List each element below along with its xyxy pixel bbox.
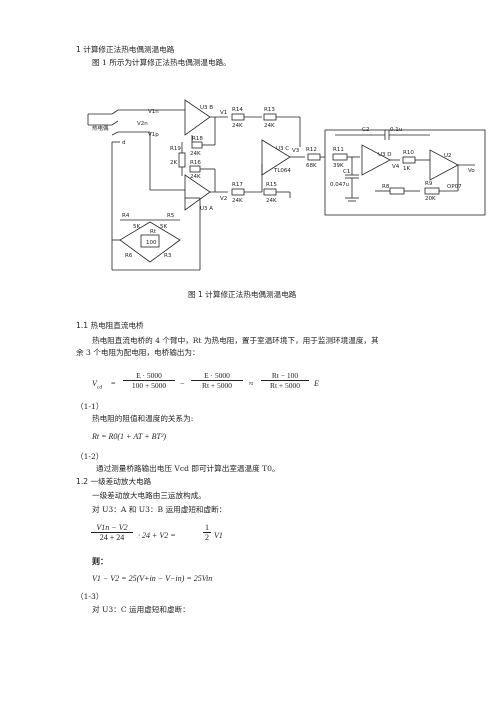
label-r10-value: 1K [403, 166, 410, 172]
label-r17-value: 24K [232, 198, 243, 204]
label-r14: R14 [232, 107, 243, 113]
section-heading-1: 1 计算修正法热电偶测温电路 [76, 45, 175, 54]
label-r18: R18 [192, 136, 203, 142]
label-u3c: U3 C [276, 146, 289, 152]
equation-1-2-number: （1-2） [76, 452, 104, 461]
label-r13-value: 24K [264, 123, 275, 129]
label-r9-value: 20K [425, 196, 436, 202]
label-rt-value: 100 [146, 240, 157, 246]
label-r11: R11 [333, 147, 344, 153]
circuit-diagram: 热电偶 V1n V2n V1p d U3 B U3 A U3 C U3 D U2… [87, 99, 486, 271]
label-r19: R19 [170, 146, 181, 152]
label-v2: V2 [220, 196, 227, 202]
label-r3: R3 [164, 253, 172, 259]
label-r18-value: 24K [190, 151, 201, 157]
equation-1-2: Rt = R0(1 + AT + BT²) [92, 432, 167, 441]
paragraph-1-1-line4: 通过测量桥路输出电压 Vcd 即可计算出室温温度 T0。 [96, 464, 280, 473]
paragraph-1-1-line1: 热电阻直流电桥的 4 个臂中，Rt 为热电阻，置于室温环境下，用于监测环境温度，… [92, 336, 379, 345]
label-vo: Vo [468, 168, 475, 174]
equation-virtual-short: V1n − V2 24 + 24 · 24 + V2 = 1 2 V1 [90, 522, 290, 550]
label-thermocouple: 热电偶 [92, 124, 109, 132]
label-tl064: TL064 [273, 168, 291, 174]
paragraph-1-1-line2: 余 3 个电阻为配电阻，电桥输出为： [76, 348, 200, 357]
label-r12-value: 68K [306, 163, 317, 169]
label-r12: R12 [306, 147, 317, 153]
equation-1-3: V1 − V2 = 25(V+in − V−in) = 25Vin [92, 574, 213, 583]
section-heading-1-2: 1.2 一级差动放大电路 [76, 477, 152, 486]
label-r15: R15 [266, 182, 277, 188]
label-v2n: V2n [137, 121, 148, 127]
then-label: 则： [92, 556, 108, 566]
label-r4: R4 [122, 213, 130, 219]
label-r4-value: 5K [133, 224, 140, 230]
label-r5: R5 [167, 213, 175, 219]
label-u3a: U3 A [200, 206, 213, 212]
label-r9: R9 [425, 181, 433, 187]
label-r13: R13 [264, 107, 275, 113]
equation-1-1-number: （1-1） [76, 402, 104, 411]
label-u2: U2 [444, 153, 452, 159]
equation-1-3-number: （1-3） [76, 592, 104, 601]
label-r14-value: 24K [232, 123, 243, 129]
paragraph-1-2-line1: 一级差动放大电路由三运放构成。 [92, 491, 206, 500]
label-rt: Rt [150, 229, 157, 235]
paragraph-1-2-line3: 对 U3：C 运用虚短和虚断： [92, 605, 190, 614]
intro-paragraph: 图 1 所示为计算修正法热电偶测温电路。 [92, 58, 231, 67]
section-heading-1-1: 1.1 热电阻直流电桥 [76, 321, 144, 330]
label-v4: V4 [392, 164, 400, 170]
label-c2: C2 [362, 127, 369, 133]
label-u3d: U3 D [378, 152, 392, 158]
figure-caption: 图 1 计算修正法热电偶测温电路 [188, 290, 297, 299]
label-d: d [122, 140, 126, 146]
label-c1: C1 [343, 169, 350, 175]
label-r16: R16 [190, 160, 201, 166]
label-u3b: U3 B [200, 105, 213, 111]
equation-1-1: Vcd = E · 5000 100 + 5000 − E · 5000 Rt … [92, 371, 319, 391]
label-v1: V1 [220, 110, 227, 116]
label-r6: R6 [125, 253, 133, 259]
label-r11-value: 39K [333, 163, 344, 169]
label-v1p: V1p [148, 132, 159, 138]
paragraph-1-1-line3: 热电阻的阻值和温度的关系为: [92, 414, 194, 423]
label-r10: R10 [403, 150, 414, 156]
label-r8: R8 [382, 184, 390, 190]
label-v3: V3 [292, 148, 300, 154]
label-c2-value: 0.1u [390, 127, 402, 133]
label-r17: R17 [232, 182, 243, 188]
label-op07: OP07 [447, 184, 462, 190]
label-r15-value: 24K [266, 198, 277, 204]
label-r19-value: 2K [170, 160, 177, 166]
label-r16-value: 24K [190, 174, 201, 180]
label-r5-value: 5K [160, 224, 167, 230]
label-v1n: V1n [148, 109, 159, 115]
label-c1-value: 0.047u [330, 182, 349, 188]
paragraph-1-2-line2: 对 U3：A 和 U3：B 运用虚短和虚断： [92, 505, 227, 514]
